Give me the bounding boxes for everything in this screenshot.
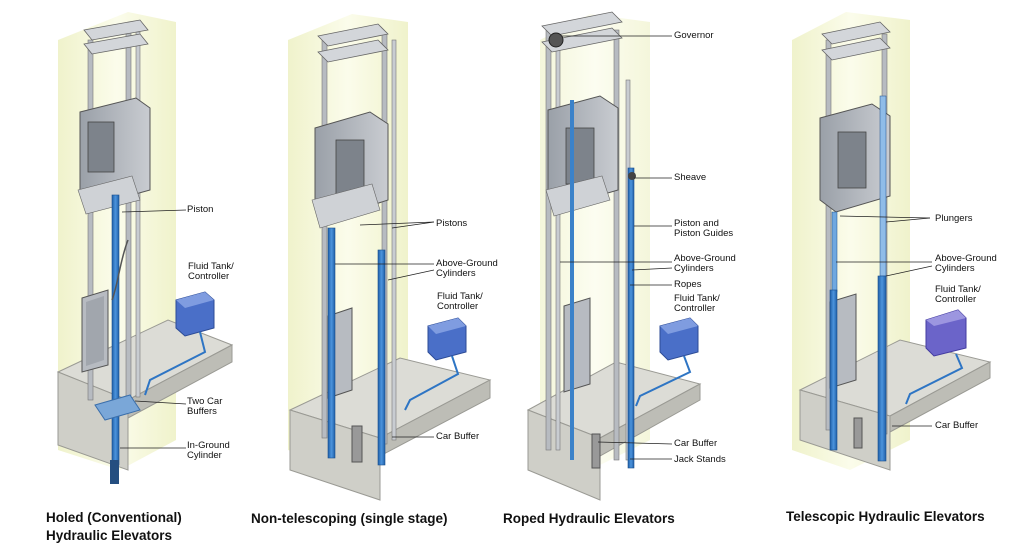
diagram-holed	[56, 12, 234, 484]
fluid-tank	[175, 291, 215, 337]
label-piston: Piston	[187, 204, 214, 215]
label-plungers: Plungers	[935, 213, 973, 224]
label-car-buffer: Car Buffer	[674, 438, 718, 449]
cylinder-left	[327, 227, 336, 459]
fluid-tank	[925, 309, 967, 357]
piston	[111, 194, 120, 466]
pit	[57, 371, 129, 471]
label-fluid-tank: Fluid Tank/Controller	[935, 284, 981, 305]
caption-non-telescoping: Non-telescoping (single stage)	[251, 511, 448, 526]
governor-wheel	[548, 32, 564, 48]
diagram-non-telescoping	[288, 14, 492, 501]
label-governor: Governor	[674, 30, 714, 41]
label-fluid-tank: Fluid Tank/Controller	[674, 293, 720, 314]
label-car-buffer: Car Buffer	[935, 420, 979, 431]
label-pistons: Pistons	[436, 218, 468, 229]
label-fluid-tank: Fluid Tank/Controller	[437, 291, 483, 312]
plunger-left	[829, 289, 838, 451]
caption-roped: Roped Hydraulic Elevators	[503, 511, 675, 526]
fluid-tank	[427, 317, 467, 361]
label-jack-stands: Jack Stands	[674, 454, 726, 465]
label-sheave: Sheave	[674, 172, 707, 183]
caption-telescopic: Telescopic Hydraulic Elevators	[786, 509, 985, 524]
cylinder-right	[377, 249, 386, 466]
label-car-buffer: Car Buffer	[436, 431, 480, 442]
cylinder	[627, 167, 635, 469]
label-ropes: Ropes	[674, 279, 702, 290]
plunger-left-upper	[831, 211, 838, 293]
caption-holed: Holed (Conventional)Hydraulic Elevators	[46, 510, 182, 543]
label-fluid-tank: Fluid Tank/Controller	[188, 261, 234, 282]
fluid-tank	[659, 317, 699, 361]
pit	[799, 389, 891, 471]
diagram-roped	[526, 11, 702, 501]
plunger-right-upper	[879, 95, 887, 277]
sheave	[628, 172, 636, 180]
diagram-telescopic	[792, 12, 992, 471]
plunger-right	[877, 275, 887, 462]
